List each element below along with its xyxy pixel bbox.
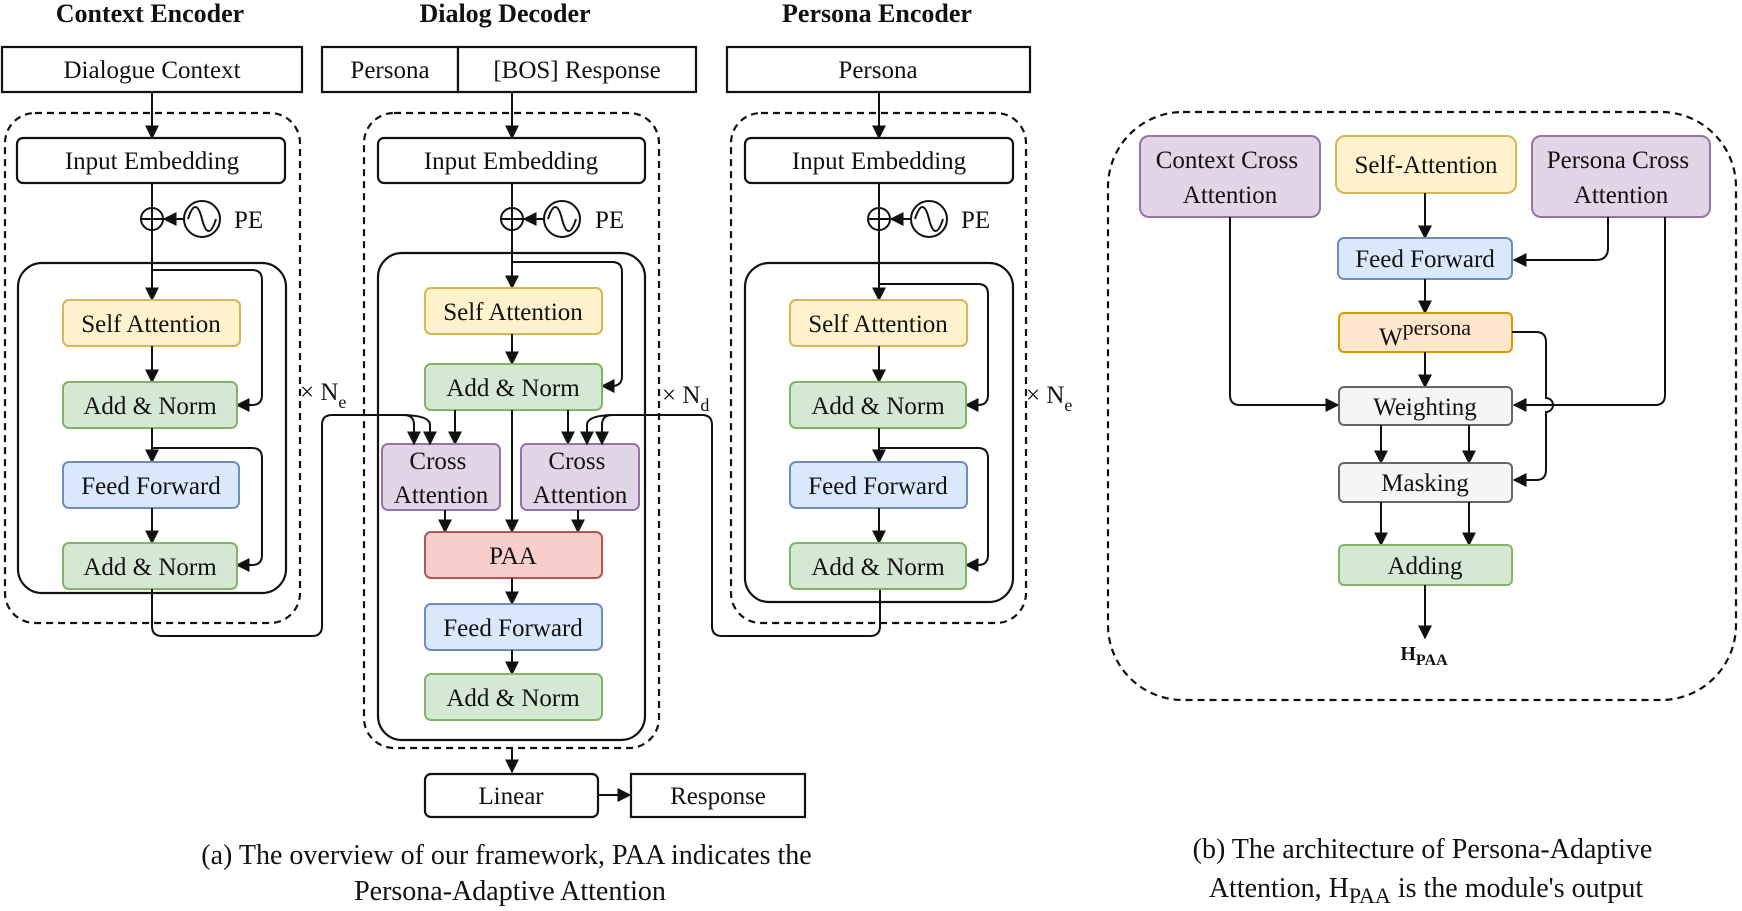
persona-encoder: Persona Encoder Persona Input Embedding …	[725, 0, 1072, 625]
decoder-persona-input-label: Persona	[350, 57, 429, 84]
decoder-persona-input-box	[320, 45, 460, 94]
paa-label: PAA	[489, 543, 537, 570]
context-add-norm-2-label: Add & Norm	[83, 554, 217, 581]
paa-architecture: Context Cross Attention Self-Attention P…	[1106, 110, 1738, 702]
decoder-self-attention-label: Self Attention	[443, 299, 583, 326]
caption-a: (a) The overview of our framework, PAA i…	[201, 840, 818, 907]
decoder-feed-forward-box	[424, 603, 603, 651]
sine-wave-icon	[183, 200, 221, 238]
circle-plus-icon	[867, 207, 891, 231]
persona-encoder-title: Persona Encoder	[782, 0, 972, 28]
persona-pe-label: PE	[961, 207, 990, 234]
context-encoder: Context Encoder Dialogue Context Input E…	[0, 0, 346, 625]
caption-b: (b) The architecture of Persona-Adaptive…	[1193, 834, 1660, 908]
context-self-attention-label: Self Attention	[81, 311, 221, 338]
linear-label: Linear	[478, 783, 544, 810]
response-output-box	[629, 772, 807, 819]
paa-box	[424, 531, 603, 579]
b-feed-forward-label: Feed Forward	[1355, 246, 1495, 273]
persona-add-norm-2-box	[789, 542, 967, 590]
decoder-self-attention-box	[424, 287, 603, 335]
decoder-feed-forward-label: Feed Forward	[443, 615, 583, 642]
b-self-attention-label: Self-Attention	[1354, 152, 1498, 179]
context-feed-forward-label: Feed Forward	[81, 473, 221, 500]
persona-input-embedding-label: Input Embedding	[792, 148, 967, 175]
context-add-norm-2-box	[62, 542, 238, 590]
persona-add-norm-2-label: Add & Norm	[811, 554, 945, 581]
persona-self-attention-label: Self Attention	[808, 311, 948, 338]
b-w-persona-label: Wpersona	[1379, 315, 1471, 351]
dialog-decoder: Dialog Decoder Persona [BOS] Response In…	[320, 0, 807, 819]
b-persona-cross-attention-box	[1531, 135, 1711, 218]
b-weighting-label: Weighting	[1373, 394, 1477, 421]
decoder-add-norm-2-box	[424, 673, 603, 721]
persona-repeat-label: × Ne	[1026, 382, 1072, 415]
sine-wave-icon	[910, 200, 948, 238]
context-cross-attention-label: Cross Attention	[394, 448, 489, 509]
persona-input-box	[725, 45, 1032, 94]
decoder-repeat-label: × Nd	[662, 382, 709, 415]
decoder-add-norm-2-label: Add & Norm	[446, 685, 580, 712]
b-h-paa-output-label: HPAA	[1400, 643, 1448, 669]
context-add-norm-1-box	[62, 381, 238, 429]
decoder-input-embedding-label: Input Embedding	[424, 148, 599, 175]
decoder-pe-label: PE	[595, 207, 624, 234]
b-context-cross-attention-label: Context Cross Attention	[1156, 147, 1305, 209]
persona-encoder-dashed-frame	[729, 111, 1028, 625]
response-output-label: Response	[670, 783, 766, 810]
decoder-bos-response-label: [BOS] Response	[493, 57, 660, 84]
context-encoder-title: Context Encoder	[56, 0, 244, 28]
context-repeat-label: × Ne	[300, 379, 346, 412]
dialogue-context-input-box	[0, 45, 304, 94]
context-cross-attention-box	[381, 443, 501, 511]
sine-wave-icon	[543, 200, 581, 238]
decoder-bos-response-input-box	[456, 45, 698, 94]
context-input-embedding-label: Input Embedding	[65, 148, 240, 175]
b-adding-label: Adding	[1388, 553, 1464, 580]
b-persona-cross-attention-label: Persona Cross Attention	[1547, 147, 1696, 209]
persona-add-norm-1-label: Add & Norm	[811, 393, 945, 420]
circle-plus-icon	[140, 207, 164, 231]
context-pe-label: PE	[234, 207, 263, 234]
decoder-add-norm-1-label: Add & Norm	[446, 375, 580, 402]
b-masking-label: Masking	[1381, 470, 1469, 497]
persona-cross-attention-label: Cross Attention	[533, 448, 628, 509]
decoder-add-norm-1-box	[424, 363, 603, 411]
b-weighting-box	[1338, 386, 1513, 426]
persona-feed-forward-label: Feed Forward	[808, 473, 948, 500]
dialog-decoder-title: Dialog Decoder	[419, 0, 590, 28]
context-encoder-dashed-frame	[3, 111, 302, 625]
circle-plus-icon	[500, 207, 524, 231]
persona-input-label: Persona	[838, 57, 917, 84]
b-masking-box	[1338, 462, 1513, 503]
dialogue-context-label: Dialogue Context	[63, 57, 240, 84]
context-add-norm-1-label: Add & Norm	[83, 393, 217, 420]
